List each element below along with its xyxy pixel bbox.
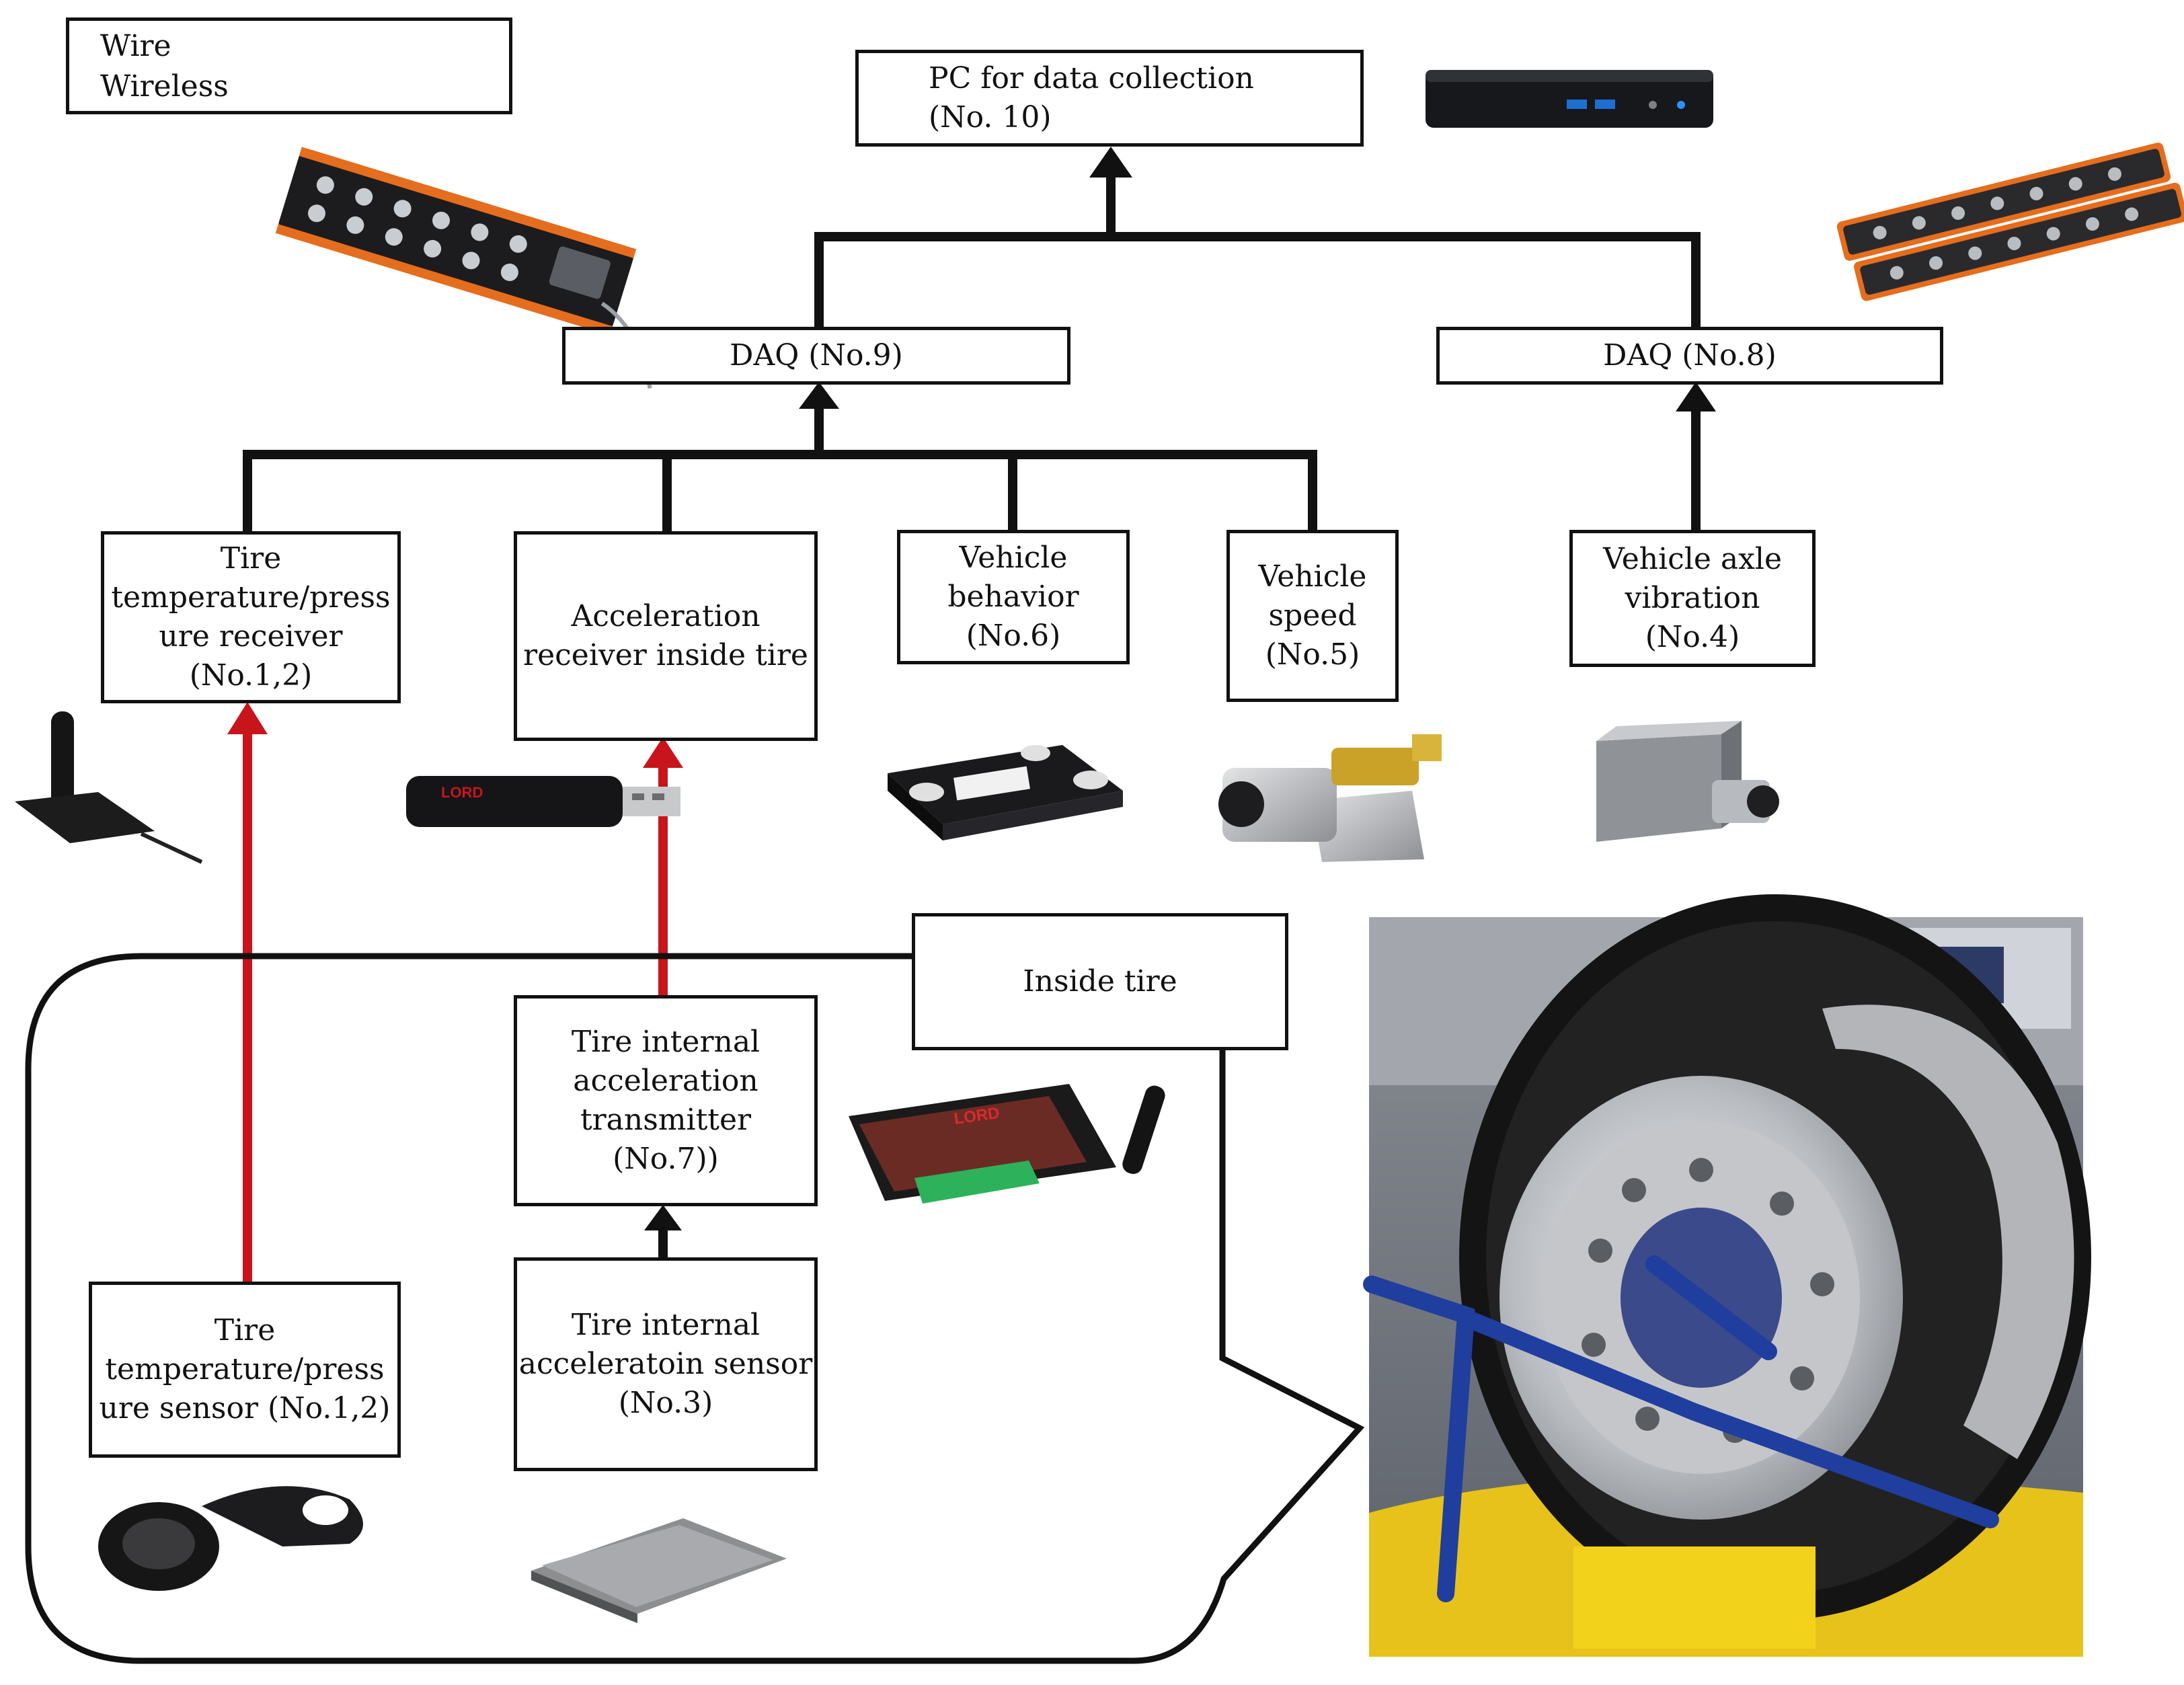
tpms-receiver-line-4: (No.1,2) [189, 658, 313, 693]
pc-node: PC for data collection (No. 10) [855, 50, 1364, 147]
speed-sensor-icon [1218, 734, 1442, 862]
accel-sensor-node: Tire internal acceleratoin sensor (No.3) [514, 1257, 818, 1471]
vehicle-behavior-node: Vehicle behavior (No.6) [897, 530, 1130, 664]
vehicle-speed-line-2: speed [1268, 598, 1357, 633]
axle-vibration-node: Vehicle axle vibration (No.4) [1569, 530, 1816, 667]
daq8-device-icon [1836, 143, 2184, 301]
accel-receiver-line-1: Acceleration [571, 598, 760, 633]
mini-pc-icon [1426, 70, 1713, 128]
accel-sensor-chip-icon [531, 1518, 787, 1623]
wire-arrowheads [644, 147, 1716, 1230]
tpms-receiver-line-1: Tire [220, 541, 282, 576]
legend-wire-label: Wire [100, 29, 171, 63]
legend: Wire Wireless [66, 17, 512, 114]
accel-transmitter-line-1: Tire internal [571, 1024, 760, 1059]
daq9-node: DAQ (No.9) [562, 327, 1070, 385]
vehicle-behavior-line-2: behavior [947, 579, 1079, 614]
axle-accelerometer-icon [1596, 721, 1779, 842]
inside-tire-text: Inside tire [1023, 964, 1177, 998]
accel-transmitter-line-2: acceleration [573, 1063, 758, 1098]
tpms-sensor-line-2: temperature/press [105, 1351, 385, 1386]
pc-node-line-2: (No. 10) [929, 100, 1052, 134]
axle-vibration-line-2: vibration [1625, 580, 1760, 615]
accel-transmitter-line-4: (No.7)) [613, 1142, 719, 1177]
wire-connections [243, 176, 1701, 1259]
daq9-node-label: DAQ (No.9) [730, 338, 903, 373]
accel-transmitter-line-3: transmitter [580, 1103, 752, 1137]
tpms-receiver-node: Tire temperature/press ure receiver (No.… [101, 531, 401, 703]
usb-receiver-icon: LORD [406, 776, 680, 827]
tpms-receiver-line-3: ure receiver [159, 619, 343, 654]
daq8-node-label: DAQ (No.8) [1603, 338, 1777, 373]
legend-wireless-label: Wireless [100, 69, 229, 104]
vehicle-speed-node: Vehicle speed (No.5) [1226, 530, 1399, 702]
daq9-device-icon [275, 147, 652, 389]
accel-receiver-line-2: receiver inside tire [523, 638, 808, 672]
accel-receiver-node: Acceleration receiver inside tire [514, 531, 818, 741]
tpms-sensor-line-3: ure sensor (No.1,2) [99, 1391, 391, 1426]
tpms-sensor-node: Tire temperature/press ure sensor (No.1,… [89, 1282, 401, 1458]
vehicle-behavior-line-3: (No.6) [966, 619, 1061, 654]
accel-sensor-line-3: (No.3) [618, 1386, 713, 1421]
tpms-sensor-line-1: Tire [214, 1312, 276, 1347]
accel-transmitter-node: Tire internal acceleration transmitter (… [514, 995, 818, 1206]
vehicle-speed-line-1: Vehicle [1258, 559, 1367, 594]
inside-tire-callout-outline [25, 953, 1365, 1664]
arrowhead-daq8 [1676, 382, 1716, 412]
tpms-receiver-antenna-icon [15, 711, 203, 864]
axle-vibration-line-3: (No.4) [1645, 620, 1740, 655]
tire-photo [1363, 894, 2091, 1657]
imu-sensor-icon [888, 745, 1123, 840]
pc-node-line-1: PC for data collection [929, 61, 1254, 95]
inside-tire-label: Inside tire [912, 913, 1288, 1050]
lord-brand-text: LORD [441, 784, 483, 801]
accel-sensor-line-2: acceleratoin sensor [518, 1346, 813, 1381]
vehicle-behavior-line-1: Vehicle [959, 540, 1068, 575]
vehicle-speed-line-3: (No.5) [1265, 637, 1360, 672]
daq8-node: DAQ (No.8) [1436, 327, 1943, 385]
arrowhead-transmitter [644, 1205, 682, 1230]
arrowhead-accel-receiver [643, 737, 683, 768]
wire-sensor-bus [243, 450, 1317, 533]
wireless-arrowheads [227, 702, 683, 768]
tpms-receiver-line-2: temperature/press [111, 580, 391, 615]
axle-vibration-line-1: Vehicle axle [1602, 541, 1783, 576]
arrowhead-tpms-receiver [227, 702, 268, 734]
arrowhead-pc [1089, 147, 1132, 178]
tpms-sensor-icon [98, 1486, 363, 1591]
wire-daq-bus [814, 232, 1701, 328]
accel-sensor-line-1: Tire internal [571, 1307, 760, 1342]
wireless-node-icon: LORD [849, 1084, 1165, 1204]
arrowhead-daq9 [799, 382, 839, 409]
